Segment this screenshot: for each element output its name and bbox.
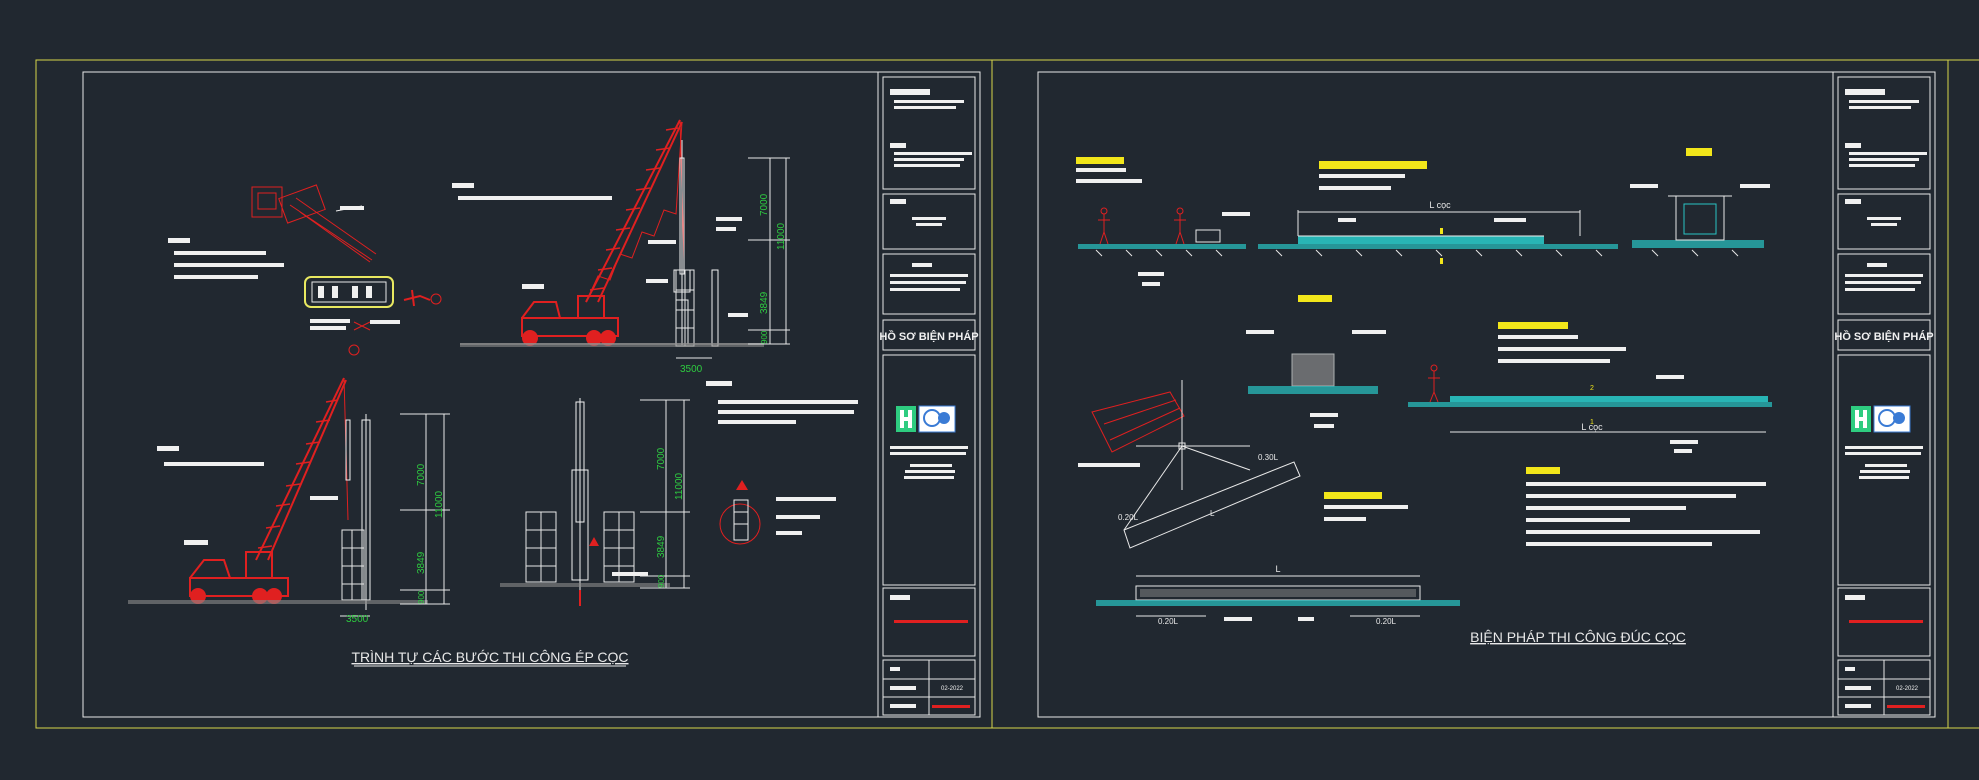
dim-7000-top: 7000 <box>759 193 770 216</box>
counterweight-blocks <box>525 511 635 583</box>
crane-plan-view <box>251 184 377 263</box>
pile-casting-bed <box>1450 396 1768 402</box>
dim-3500-bl: 3500 <box>346 614 369 625</box>
dim-3500-top: 3500 <box>680 364 703 375</box>
sheet-2-date: 02-2022 <box>1896 686 1919 692</box>
ground-hatch-1 <box>460 343 764 347</box>
ground-strip <box>1258 244 1618 249</box>
highlight-label <box>1498 322 1568 329</box>
dim-020l-left: 0.20L <box>1158 617 1179 626</box>
dim-3849-top: 3849 <box>759 291 770 314</box>
dim-l-coc-top: L cọc <box>1429 200 1451 210</box>
sheet-1: HỒ SƠ BIỆN PHÁP <box>82 71 981 718</box>
marker-1: 1 <box>1590 419 1594 426</box>
ground-strip <box>1408 402 1772 407</box>
pile-hammer-detail <box>719 480 761 545</box>
dim-l-coc-mid: L cọc <box>1581 422 1603 432</box>
lifting-diagram: 0.20L 0.30L L <box>1091 380 1301 549</box>
highlight-label <box>1686 148 1712 156</box>
dim-020l-lift: 0.20L <box>1118 513 1139 522</box>
sheet-1-title-block: HỒ SƠ BIỆN PHÁP <box>879 76 979 716</box>
person-icon <box>1174 207 1186 245</box>
ground-strip <box>1248 386 1378 394</box>
marker-2: 2 <box>1590 385 1594 392</box>
sheet-1-date: 02-2022 <box>941 686 964 692</box>
dim-900-bl: 900 <box>417 590 426 604</box>
dim-900-br: 900 <box>657 574 666 588</box>
dim-11000-top: 11000 <box>776 222 787 250</box>
ground-hatch-marks <box>1095 249 1739 257</box>
pile-hammer-icon <box>589 537 599 546</box>
dim-l-bottom: L <box>1275 564 1280 574</box>
dim-900-top: 900 <box>760 330 769 344</box>
dim-020l-right: 0.20L <box>1376 617 1397 626</box>
sheet-1-category-label: HỒ SƠ BIỆN PHÁP <box>879 330 978 343</box>
dim-l-lift: L <box>1210 509 1215 518</box>
ground-strip <box>1632 240 1764 248</box>
sheet-2-border <box>1037 71 1936 718</box>
highlight-label <box>1324 492 1382 499</box>
truck-plan-outline <box>304 276 394 308</box>
company-logo-icon <box>896 405 956 433</box>
dim-11000-br: 11000 <box>674 472 685 500</box>
sheet-2-drawing-title: BIỆN PHÁP THI CÔNG ĐÚC CỌC <box>1470 629 1686 645</box>
sheet-1-outer-frame <box>35 59 993 729</box>
dimension-chain-top <box>676 157 790 359</box>
dim-3849-br: 3849 <box>656 535 667 558</box>
sheet-2-title-block: HỒ SƠ BIỆN PHÁP <box>1834 76 1934 716</box>
dimension-chain-bottom-right <box>640 399 690 589</box>
sheet-1-drawing-title: TRÌNH TỰ CÁC BƯỚC THI CÔNG ÉP CỌC <box>351 649 628 665</box>
dim-030l-lift: 0.30L <box>1258 453 1279 462</box>
pile-stack <box>341 529 365 601</box>
pile-casting-bed <box>1298 236 1544 244</box>
dim-7000-bl: 7000 <box>416 463 427 486</box>
crane-truck-icon <box>189 377 347 604</box>
sheet-1-border <box>82 71 981 718</box>
highlight-label <box>1526 467 1560 474</box>
dim-7000-br: 7000 <box>656 447 667 470</box>
dim-3849-bl: 3849 <box>416 551 427 574</box>
sheet-2-category-label: HỒ SƠ BIỆN PHÁP <box>1834 330 1933 343</box>
dim-11000-bl: 11000 <box>434 490 445 518</box>
sheet-2: HỒ SƠ BIỆN PHÁP <box>1037 71 1936 718</box>
ground-strip <box>1096 600 1460 606</box>
pile-section-detail <box>1291 353 1335 387</box>
ground-hatch-3 <box>500 583 670 587</box>
ground-strip <box>1078 244 1246 249</box>
ground-hatch-2 <box>128 600 428 604</box>
sheet-2-outer-frame <box>991 59 1949 729</box>
highlight-label <box>1076 157 1124 164</box>
highlight-label <box>1298 295 1332 302</box>
crane-truck-icon <box>521 119 683 346</box>
person-icon <box>1428 364 1440 403</box>
company-logo-icon <box>1851 405 1911 433</box>
dimension-chain-bottom-left <box>340 413 450 617</box>
highlight-label <box>1319 161 1427 169</box>
pile-stack <box>675 269 695 347</box>
person-icon <box>1098 207 1110 245</box>
